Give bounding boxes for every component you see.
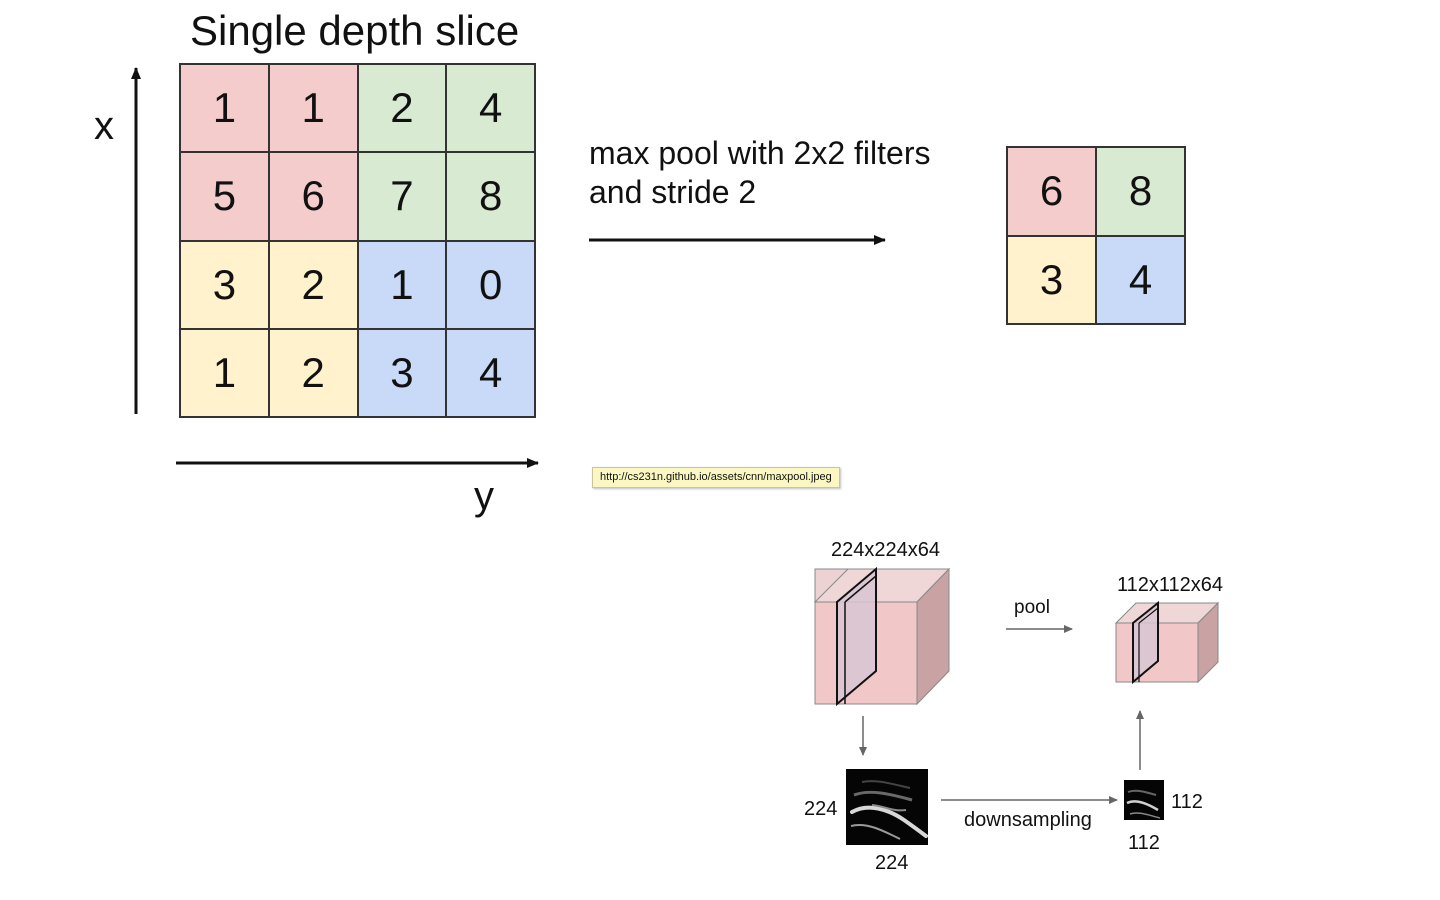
output-pooled-grid: 6 8 3 4	[1006, 146, 1186, 325]
source-url-tooltip: http://cs231n.github.io/assets/cnn/maxpo…	[592, 467, 840, 488]
grid-cell: 3	[180, 240, 269, 329]
grid-cell: 3	[1007, 235, 1096, 324]
output-activation-image	[1124, 780, 1164, 820]
grid-cell: 8	[1096, 147, 1185, 236]
grid-cell: 4	[1096, 235, 1185, 324]
grid-cell: 1	[180, 328, 269, 417]
grid-cell: 6	[1007, 147, 1096, 236]
grid-cell: 2	[357, 64, 447, 153]
caption-line-1: max pool with 2x2 filters	[589, 135, 931, 171]
input-height-label: 224	[804, 798, 838, 820]
output-volume-label: 112x112x64	[1117, 574, 1224, 596]
y-axis-label: y	[474, 474, 494, 518]
grid-cell: 7	[357, 152, 447, 241]
grid-cell: 5	[180, 152, 269, 241]
input-depth-slice-grid: 1 1 2 4 5 6 7 8 3 2 1 0 1 2 3 4	[179, 63, 536, 418]
grid-cell: 2	[268, 328, 358, 417]
grid-cell: 1	[180, 64, 269, 153]
input-width-label: 224	[875, 852, 909, 874]
grid-cell: 4	[446, 328, 535, 417]
output-height-label: 112	[1171, 791, 1203, 813]
downsampling-label: downsampling	[964, 809, 1092, 831]
grid-cell: 3	[357, 328, 447, 417]
grid-cell: 6	[268, 152, 358, 241]
grid-cell: 0	[446, 240, 535, 329]
caption-line-2: and stride 2	[589, 174, 757, 210]
input-activation-image	[846, 769, 928, 845]
input-volume-label: 224x224x64	[831, 539, 940, 561]
grid-cell: 2	[268, 240, 358, 329]
output-width-label: 112	[1128, 832, 1160, 854]
diagram-title: Single depth slice	[190, 7, 520, 54]
pool-label: pool	[1014, 597, 1050, 618]
grid-cell: 1	[268, 64, 358, 153]
grid-cell: 4	[446, 64, 535, 153]
grid-cell: 8	[446, 152, 535, 241]
x-axis-label: x	[94, 104, 114, 148]
grid-cell: 1	[357, 240, 447, 329]
output-volume	[1114, 600, 1220, 685]
input-volume	[813, 566, 951, 707]
maxpool-caption: max pool with 2x2 filters and stride 2	[589, 134, 930, 212]
